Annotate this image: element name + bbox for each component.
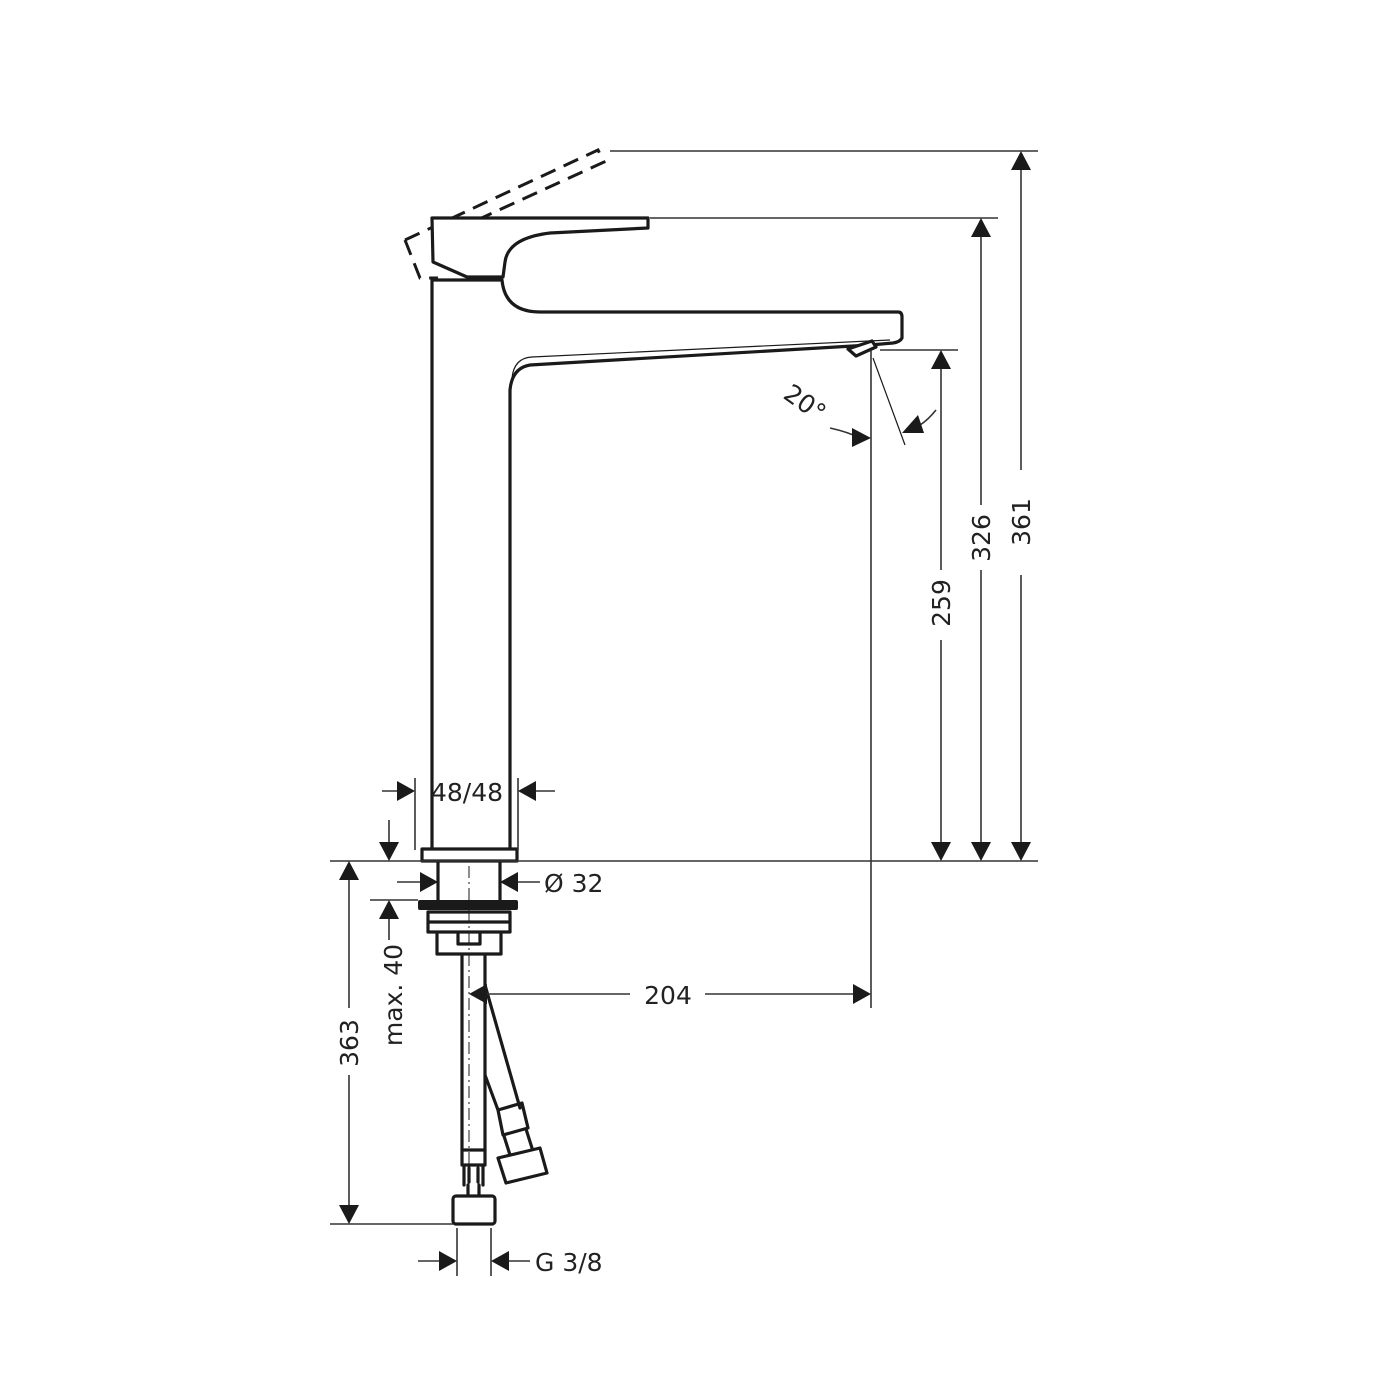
dim-label-259: 259 (927, 579, 956, 627)
spout-underside-line (511, 339, 891, 379)
supply-hose-hot (483, 983, 522, 1112)
dimension-48-48: 48/48 (382, 778, 555, 807)
dim-label-204: 204 (644, 981, 692, 1010)
dim-label-max-40: max. 40 (379, 944, 408, 1046)
dimension-326: 326 (967, 218, 996, 861)
fixing-nut (426, 910, 512, 956)
mounting-shank (436, 861, 502, 902)
dim-label-20-deg: 20° (778, 378, 831, 427)
dim-label-363: 363 (335, 1019, 364, 1067)
hose-fitting-hot (496, 1101, 534, 1157)
dimension-max-40: max. 40 (379, 820, 408, 1046)
supply-hose-cold (460, 954, 487, 1152)
dimension-204: 204 (469, 981, 871, 1010)
hose-connector-nut-cold (451, 1194, 497, 1226)
dimension-g-3-8: G 3/8 (418, 1248, 603, 1277)
aerator (846, 339, 878, 358)
dim-label-326: 326 (967, 514, 996, 562)
dimension-259: 259 (927, 350, 956, 861)
hose-connector-nut-hot (496, 1146, 549, 1185)
dim-label-48-48: 48/48 (431, 778, 503, 807)
dimension-diameter-32: Ø 32 (397, 869, 603, 898)
fixing-flange (418, 900, 518, 910)
base-rosette (420, 847, 519, 863)
lever-open-position-dashed (403, 148, 607, 280)
dimension-spray-angle: 20° (778, 378, 937, 447)
dim-label-g-3-8: G 3/8 (535, 1248, 603, 1277)
dimension-363: 363 (335, 861, 364, 1224)
dim-label-361: 361 (1007, 498, 1036, 546)
hose-fitting-cold (460, 1148, 487, 1198)
faucet-body (403, 148, 904, 1226)
dimension-361: 361 (1007, 151, 1036, 861)
lever-handle (430, 216, 650, 279)
extension-lines (330, 150, 1038, 1276)
dim-label-diameter-32: Ø 32 (544, 869, 603, 898)
body-column (430, 278, 904, 852)
fixing-screw (456, 932, 482, 946)
